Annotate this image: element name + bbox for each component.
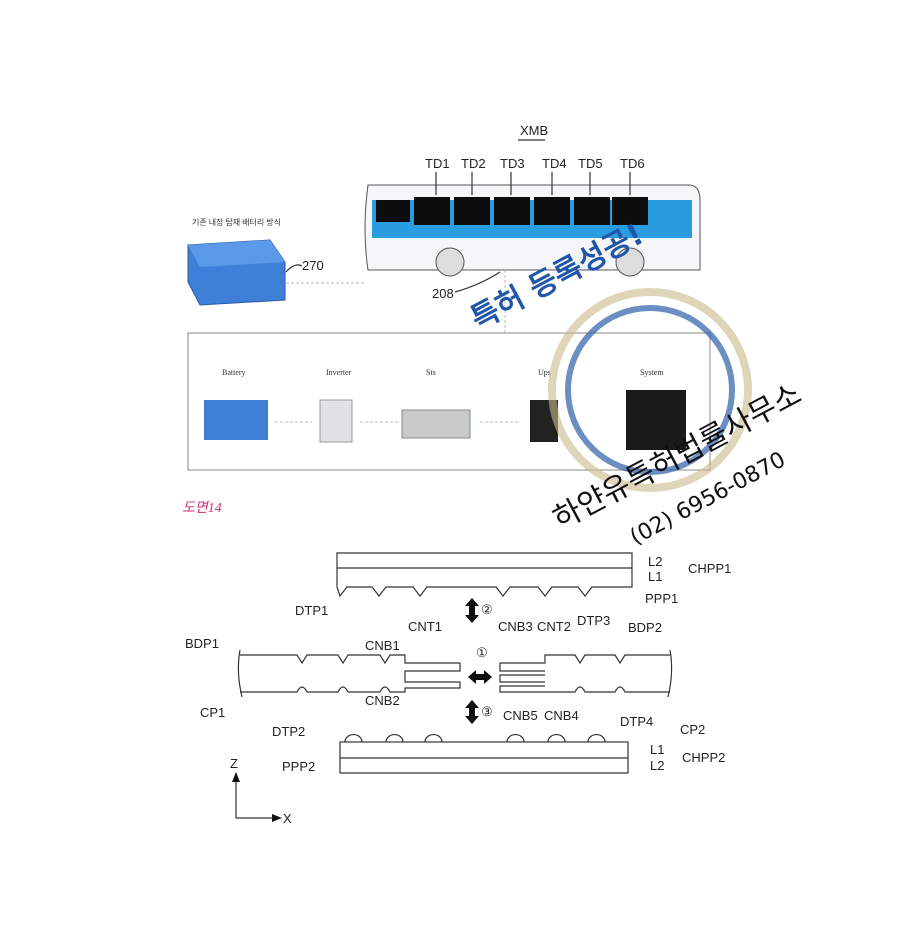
bdp1-label: BDP1	[185, 636, 219, 651]
vehicle-label: XMB	[520, 123, 548, 138]
z-axis-label: Z	[230, 756, 238, 771]
x-axis-label: X	[283, 811, 292, 826]
cnb4-label: CNB4	[544, 708, 579, 723]
right-body-bdp2: BDP2 CP2 DTP3 DTP4 CNT2 CNB3 CNB4 CNB5	[498, 613, 705, 737]
chain-battery: Battery	[222, 368, 246, 377]
bottom-plate-chpp2: L1 L2 CHPP2 PPP2	[282, 734, 725, 774]
chpp1-l2: L2	[648, 554, 662, 569]
cnt1-label: CNT1	[408, 619, 442, 634]
chpp1-label: CHPP1	[688, 561, 731, 576]
bdp2-label: BDP2	[628, 620, 662, 635]
cp1-label: CP1	[200, 705, 225, 720]
chain-system: System	[640, 368, 664, 377]
axes-indicator: Z X	[230, 756, 292, 826]
dtp3-label: DTP3	[577, 613, 610, 628]
dtp4-label: DTP4	[620, 714, 653, 729]
td4-label: TD4	[542, 156, 567, 171]
bus-diagram: XMB TD1 TD2 TD3 TD4 TD5 TD6 208	[364, 123, 701, 301]
dtp1-label: DTP1	[295, 603, 328, 618]
td6-label: TD6	[620, 156, 645, 171]
chpp2-l2: L2	[650, 758, 664, 773]
chain-ups: Ups	[538, 368, 551, 377]
cnb5-label: CNB5	[503, 708, 538, 723]
cnb1-label: CNB1	[365, 638, 400, 653]
cnb2-label: CNB2	[365, 693, 400, 708]
chpp1-l1: L1	[648, 569, 662, 584]
chpp2-l1: L1	[650, 742, 664, 757]
top-plate-chpp1: L2 L1 CHPP1 PPP1	[336, 552, 731, 606]
td3-label: TD3	[500, 156, 525, 171]
cp2-label: CP2	[680, 722, 705, 737]
battery-existing: 기존 내장 탑재 배터리 방식 270	[187, 217, 506, 333]
ppp2-label: PPP2	[282, 759, 315, 774]
cnb3-label: CNB3	[498, 619, 533, 634]
left-body-bdp1: BDP1 CP1 DTP1 DTP2 CNT1 CNB1 CNB2	[185, 603, 461, 739]
td1-label: TD1	[425, 156, 450, 171]
battery-caption: 기존 내장 탑재 배터리 방식	[192, 217, 281, 227]
dtp2-label: DTP2	[272, 724, 305, 739]
td5-label: TD5	[578, 156, 603, 171]
chpp2-label: CHPP2	[682, 750, 725, 765]
motion-2: ②	[481, 602, 493, 617]
motion-1: ①	[476, 645, 488, 660]
power-chain-box: Battery Inverter Sts Ups System	[187, 332, 711, 471]
figure-label: 도면14	[182, 500, 222, 516]
td2-label: TD2	[461, 156, 486, 171]
bus-ref: 208	[432, 286, 454, 301]
ppp1-label: PPP1	[645, 591, 678, 606]
cnt2-label: CNT2	[537, 619, 571, 634]
battery-ref: 270	[302, 258, 324, 273]
motion-3: ③	[481, 704, 493, 719]
motion-arrows: ② ① ③	[465, 598, 493, 724]
chain-sts: Sts	[426, 368, 436, 377]
chain-inverter: Inverter	[326, 368, 352, 377]
